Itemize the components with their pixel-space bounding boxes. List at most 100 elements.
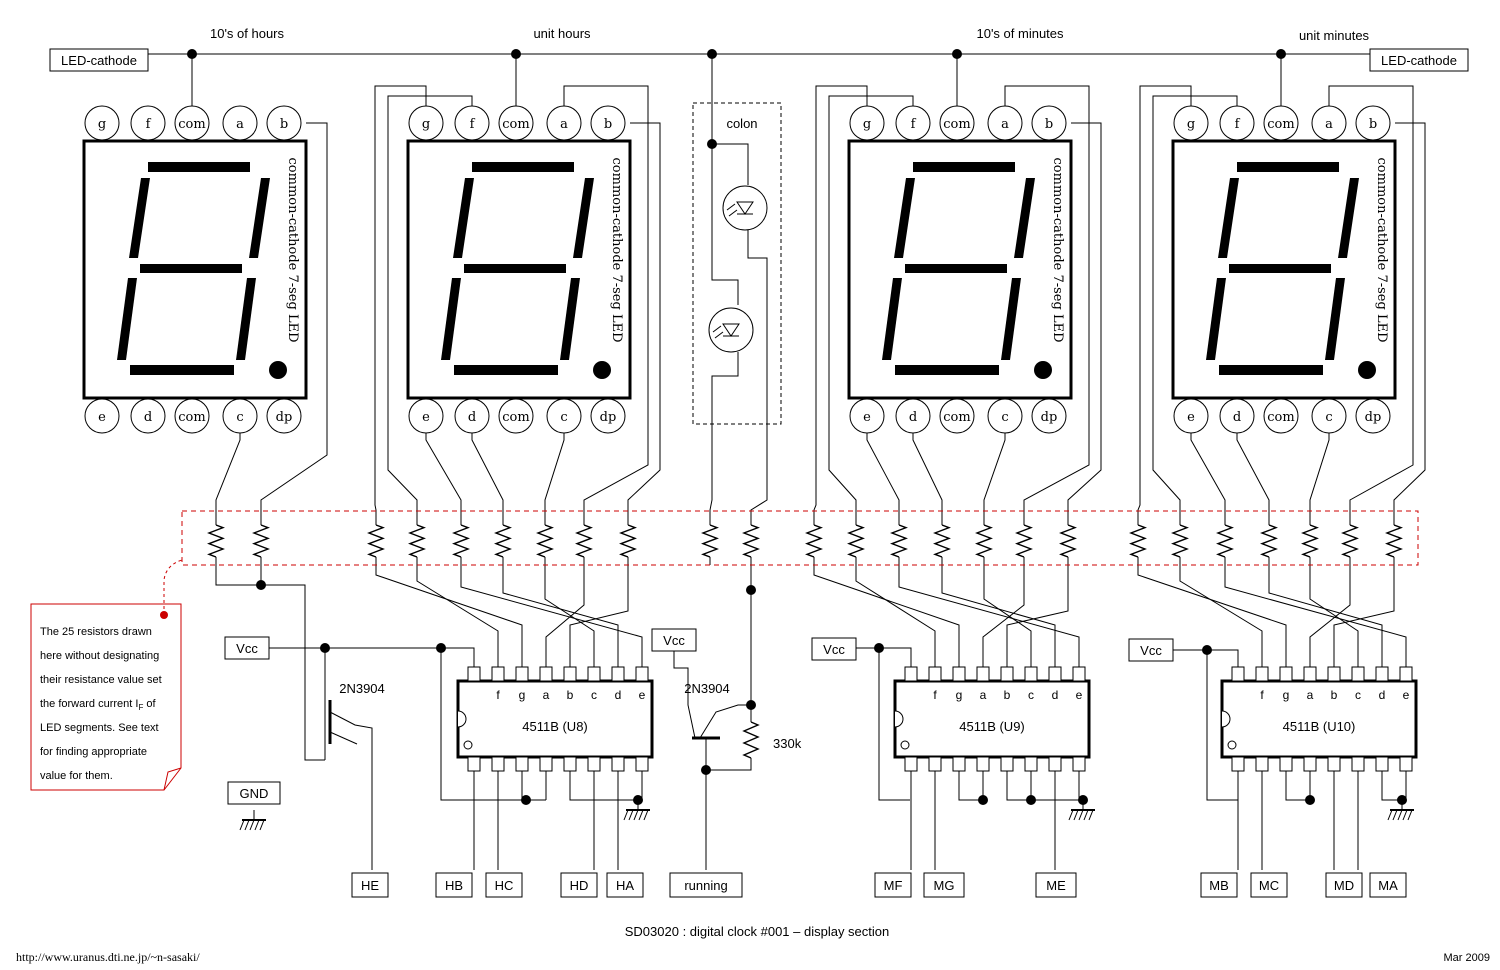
resistor [252,524,270,558]
wire [563,85,649,525]
pin-com [1263,398,1299,434]
ic-pin-label-d: d [1379,688,1386,702]
tens-hours-label: 10's of hours [210,26,285,41]
note-line-3: their resistance value set [40,674,162,686]
led-segment [454,365,558,375]
wire [627,122,661,525]
led-segment [560,278,580,360]
decimal-point [1034,361,1052,379]
ic-pin-label-f: f [1260,688,1264,702]
ic-pin-label-f: f [496,688,500,702]
pin-dp [1031,398,1067,434]
ground-symbol [1387,800,1414,821]
ground-symbol [623,800,650,821]
led-type-label: common-cathode 7-seg LED [285,158,300,343]
led-segment [464,264,566,273]
pin-label-b: b [280,117,288,132]
vcc-label-3: Vcc [823,642,845,657]
pin-label-e: e [863,410,871,425]
pin-label-dp: dp [1041,410,1058,425]
ic-pin-label-c: c [1355,688,1361,702]
pin-label-b: b [1045,117,1053,132]
pin-f [130,105,166,141]
pin-label-com: com [178,117,205,132]
pin-com [498,105,534,141]
decimal-point [1358,361,1376,379]
pin-label-com: com [1267,117,1294,132]
resistor [1171,524,1189,558]
junction-dot [978,795,988,805]
pin-c [222,398,258,434]
ic-pin-top [1231,666,1245,682]
signal-he: HE [361,878,379,893]
pin-label-b: b [1369,117,1377,132]
signal-hd-box [560,872,598,898]
colon-label: colon [726,116,757,131]
pin-d [130,398,166,434]
pin-label-com: com [502,117,529,132]
signal-mb: MB [1209,878,1229,893]
ic-pin-bottom [1303,756,1317,772]
pin-label-e: e [422,410,430,425]
pin-a [1311,105,1347,141]
wire [1152,95,1238,525]
pin-label-c: c [560,410,567,425]
resistor [536,524,554,558]
junction-dot [874,643,884,653]
wire [1328,85,1414,525]
ic-pin-bottom [635,756,649,772]
wire [374,85,427,525]
pin-e [408,398,444,434]
pin-label-dp: dp [276,410,293,425]
signal-ma-box [1369,872,1407,898]
signal-mc-box [1250,872,1288,898]
ic-pin-bottom [1072,756,1086,772]
ic-pin-label-g: g [1283,688,1290,702]
vcc-label-2: Vcc [663,633,685,648]
ic-pin-bottom [1000,756,1014,772]
wire [260,565,325,761]
ic-pin-bottom [928,756,942,772]
led-segment [573,178,594,258]
resistor-group-outline [181,510,1419,566]
ic-pin-label-a: a [1307,688,1314,702]
led-segment [894,178,915,258]
source-url: http://www.uranus.dti.ne.jp/~n-sasaki/ [16,950,200,964]
led-segment [905,264,1007,273]
signal-me: ME [1046,878,1066,893]
pin-label-com: com [502,410,529,425]
wire [569,565,629,667]
wire [1309,565,1351,667]
pin-d [895,398,931,434]
pin-com [939,105,975,141]
led-segment [117,278,137,360]
ic-pin-top [904,666,918,682]
led-segment [453,178,474,258]
ic-pin-bottom [1375,756,1389,772]
resistor [452,524,470,558]
ic-pin-bottom [1279,756,1293,772]
title: SD03020 : digital clock #001 – display s… [625,924,890,939]
pin1-mark [463,740,473,750]
ic-pin-bottom [1024,756,1038,772]
resistor [1301,524,1319,558]
wire [828,95,914,525]
wire [502,565,619,667]
pin-label-dp: dp [600,410,617,425]
pin-label-c: c [1325,410,1332,425]
note-line-7: value for them. [40,770,113,782]
led-segment [1219,365,1323,375]
resistor [1385,524,1403,558]
wire [215,433,241,525]
decimal-point [593,361,611,379]
signal-mb-box [1200,872,1238,898]
unit-minutes-label: unit minutes [1299,28,1370,43]
signal-mg-box [923,872,965,898]
pin-label-g: g [863,117,871,132]
pin-label-a: a [1001,117,1009,132]
vcc-label-3-box [811,637,857,661]
led-segment [913,162,1015,172]
pin-e [1173,398,1209,434]
